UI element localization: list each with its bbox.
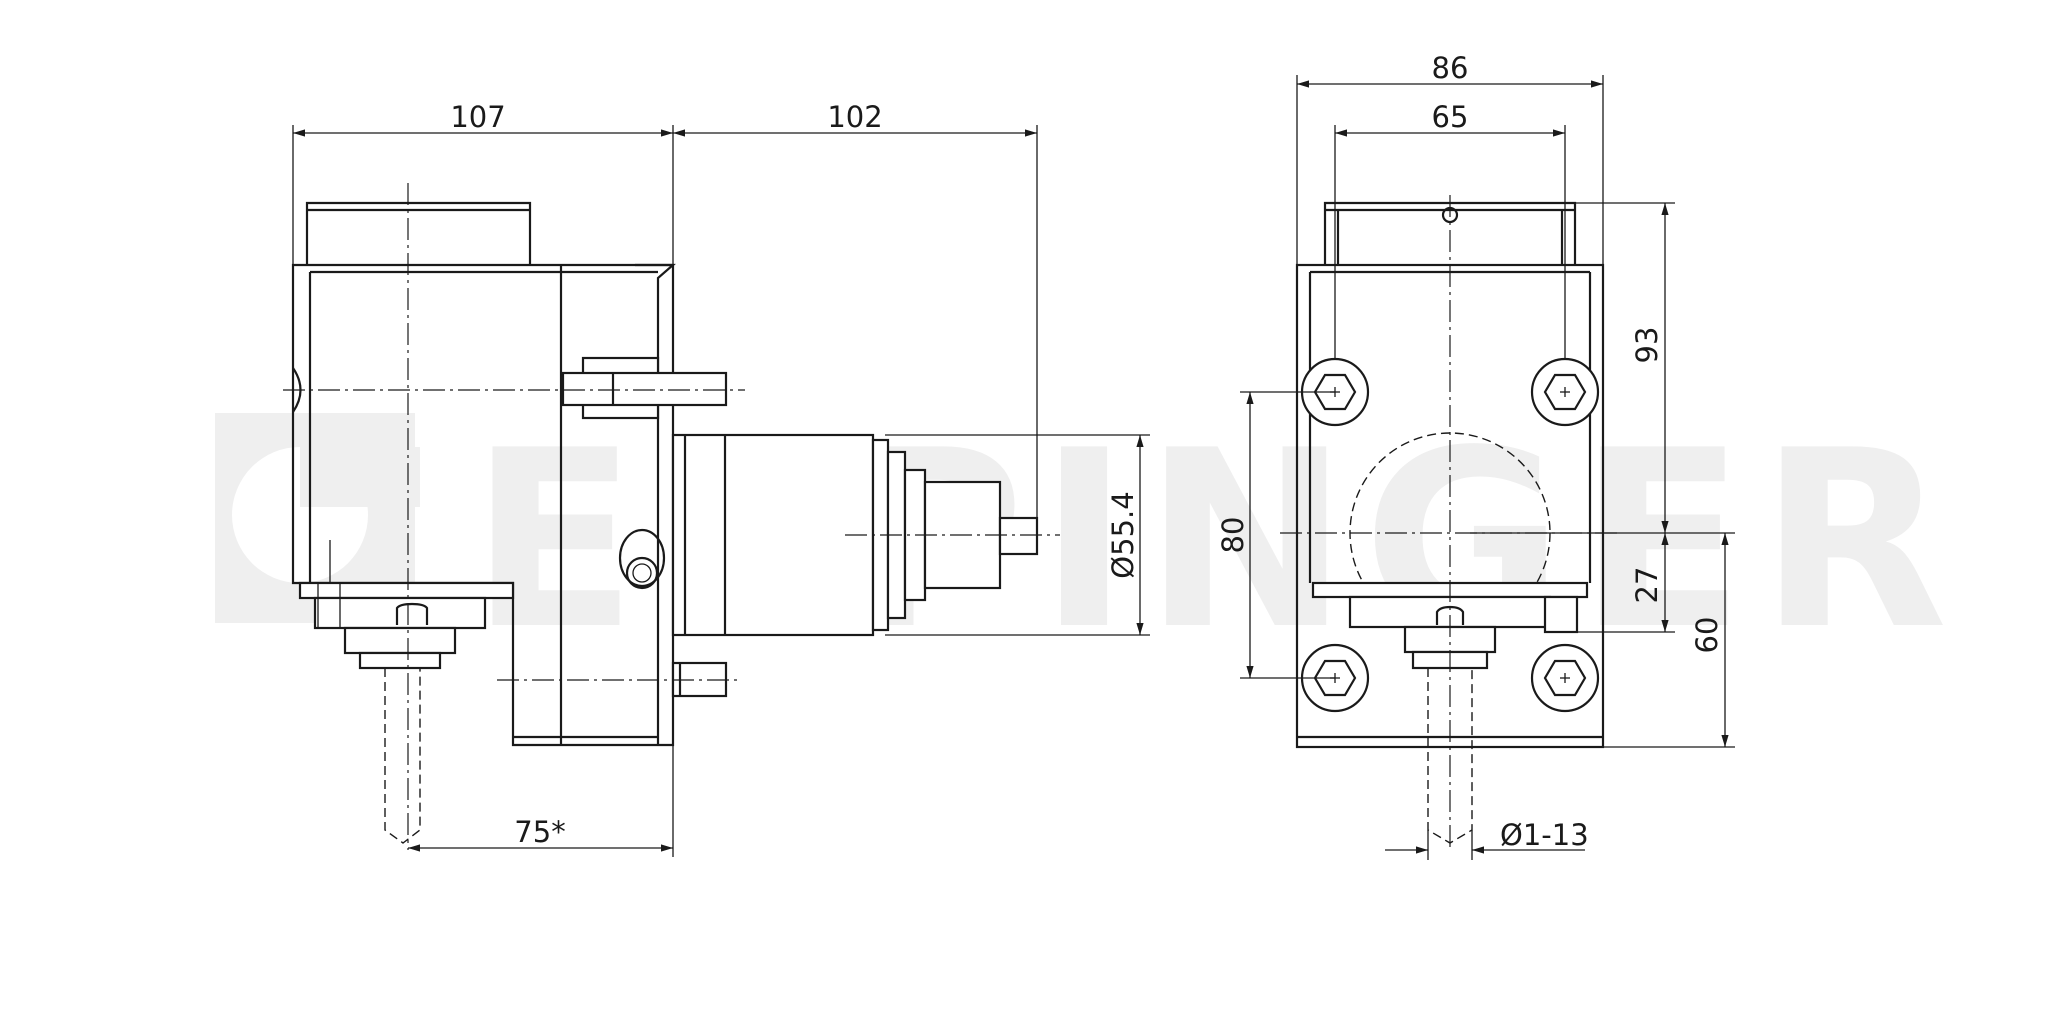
dim-80: 80 bbox=[1216, 517, 1250, 554]
side-top-cap bbox=[305, 201, 532, 265]
side-dimensions: 107 102 75* Ø55.4 bbox=[292, 100, 1150, 857]
dim-93: 93 bbox=[1630, 327, 1664, 364]
dim-102: 102 bbox=[827, 100, 882, 134]
front-bolt-bottom-right bbox=[1530, 643, 1600, 713]
front-bolt-top-right bbox=[1530, 357, 1600, 427]
side-view bbox=[283, 183, 1060, 850]
dim-75: 75* bbox=[514, 815, 565, 849]
dim-diameter-55: Ø55.4 bbox=[1106, 491, 1140, 578]
dim-27: 27 bbox=[1630, 567, 1664, 604]
front-view bbox=[1280, 195, 1620, 850]
dim-65: 65 bbox=[1432, 100, 1469, 134]
front-dimensions: 86 65 80 93 27 60 Ø1-13 bbox=[1216, 51, 1735, 860]
dim-86: 86 bbox=[1432, 51, 1469, 85]
dim-107: 107 bbox=[450, 100, 505, 134]
dim-60: 60 bbox=[1690, 617, 1724, 654]
side-tool bbox=[384, 668, 421, 844]
dim-diameter-1-13: Ø1-13 bbox=[1500, 818, 1589, 852]
watermark-logo bbox=[215, 413, 420, 623]
side-motor bbox=[671, 433, 875, 637]
